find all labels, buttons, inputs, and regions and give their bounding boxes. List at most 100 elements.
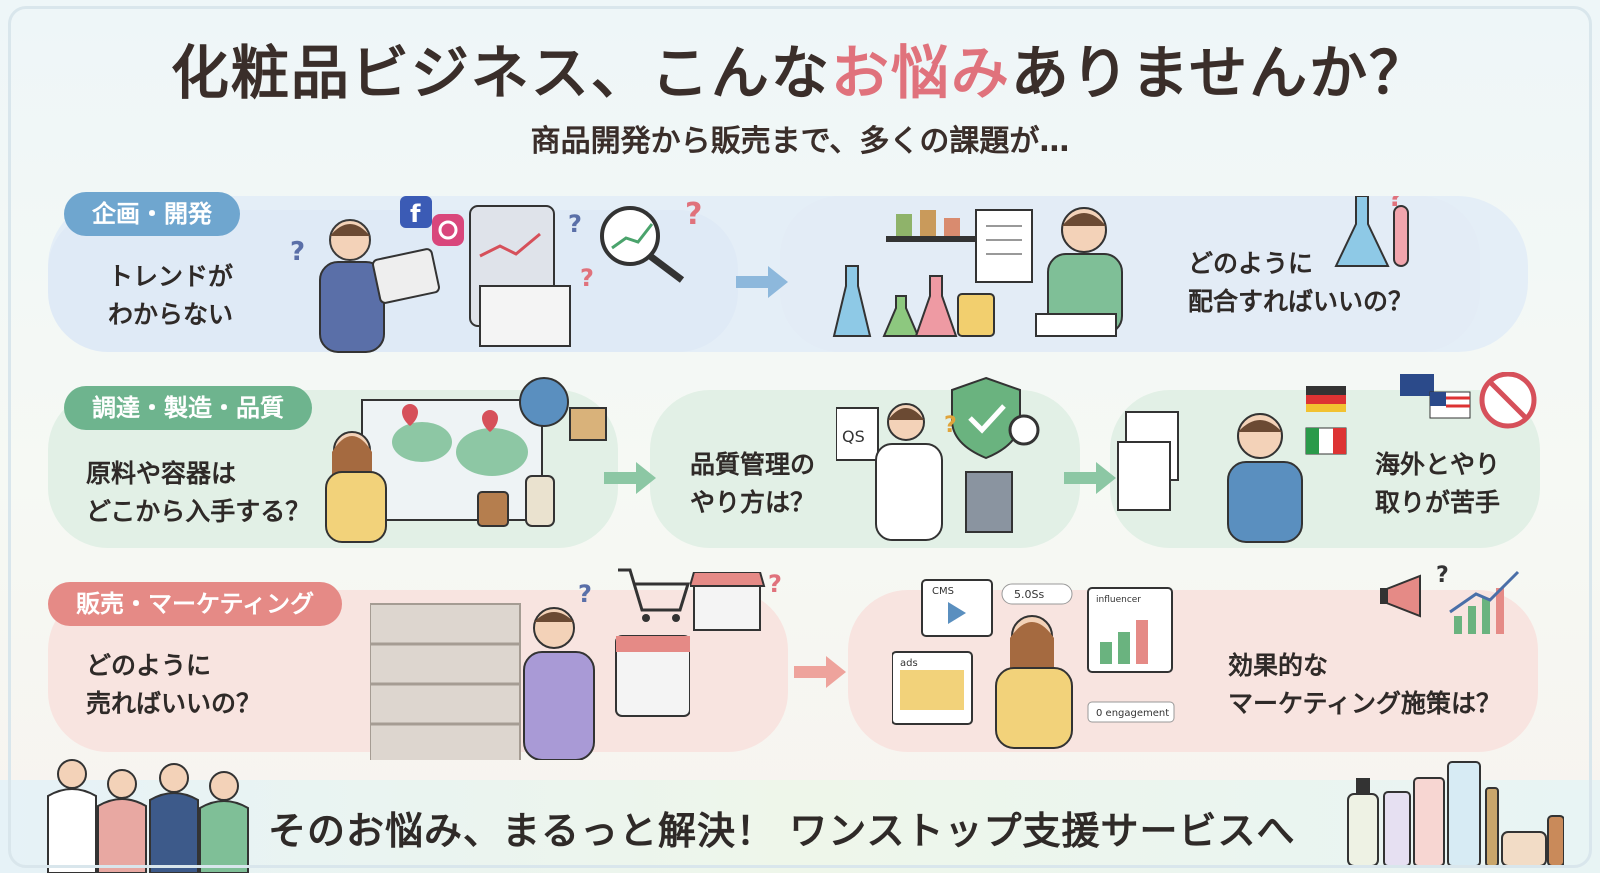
shelf-icon (886, 236, 976, 242)
pin-icon (482, 410, 498, 432)
dropper-bottle-icon (1547, 815, 1564, 867)
lipstick-icon (1485, 787, 1499, 867)
category-badge-sales: 販売・マーケティング (48, 582, 343, 626)
store-shelf-illustration: ? (370, 568, 690, 760)
question-mark-icon: ? (944, 413, 957, 438)
lab-formulation-illustration: ? (832, 196, 1409, 337)
title-highlight: お悩み (830, 39, 1011, 107)
page-title: 化粧品ビジネス、こんなお悩みありませんか？ (0, 26, 1600, 110)
uk-flag-icon (1400, 374, 1434, 396)
quality-control-illustration: QS ? (836, 376, 1040, 541)
clipboard-icon (836, 407, 879, 461)
qs-label: QS (842, 427, 865, 446)
problem-text-how-to-sell: どのように 売ればいいの？ (86, 651, 262, 718)
question-mark-icon: ? (1388, 196, 1403, 213)
arrow-right-icon (794, 656, 846, 688)
flask-icon (832, 265, 872, 337)
tube-icon (1447, 761, 1481, 867)
category-badge-sourcing: 調達・製造・品質 (64, 386, 312, 430)
world-map-sourcing-illustration (325, 377, 607, 543)
title-part-2: ありませんか？ (1010, 39, 1430, 107)
growth-chart-icon (1454, 616, 1462, 634)
person-icon (47, 788, 97, 873)
play-icon (948, 602, 966, 624)
person-body (325, 471, 387, 543)
question-mark-icon: ? (580, 264, 594, 292)
magnifier-icon (600, 206, 660, 266)
shop-icon (693, 585, 761, 631)
problem-text-trend: トレンドが わからない (108, 262, 234, 329)
jar-icon (477, 491, 509, 527)
social-media-marketing-illustration: CMS ads 5.0Ss influencer 0 engagement (892, 579, 1175, 749)
question-mark-icon: ? (290, 237, 305, 267)
problem-text-formulation: どのように 配合すればいいの？ (1188, 249, 1414, 316)
question-mark-icon: ? (685, 197, 702, 232)
problem-text-overseas: 海外とやり 取りが苦手 (1375, 450, 1501, 517)
facebook-icon (400, 196, 432, 228)
person-body (995, 667, 1073, 749)
likes-badge (1001, 583, 1073, 605)
document-icon (975, 209, 1033, 283)
question-mark-icon: ? (568, 210, 582, 238)
flags-no-deal-illustration (1400, 372, 1537, 429)
cms-label: CMS (932, 586, 954, 597)
pin-icon (402, 404, 418, 426)
person-body (875, 443, 943, 541)
question-mark-icon: ? (578, 580, 592, 608)
problem-text-quality: 品質管理の やり方は？ (690, 450, 816, 517)
problem-text-marketing: 効果的な マーケティング施策は？ (1228, 651, 1502, 718)
person-body (1227, 461, 1303, 543)
svg-text:f: f (410, 200, 421, 228)
conical-flask-icon (1334, 196, 1390, 267)
cart-icon (618, 568, 690, 612)
team-illustration (47, 759, 249, 873)
person-icon (97, 798, 147, 873)
box-icon (569, 407, 607, 441)
influencer-label: influencer (1096, 595, 1141, 605)
microscope-icon (965, 471, 1013, 533)
megaphone-growth-illustration: ? (1380, 563, 1520, 634)
person-with-tablet-illustration: f ? ? ? ? (290, 196, 702, 353)
pump-bottle-icon (1347, 793, 1379, 867)
engagement-badge (1087, 701, 1175, 723)
flask-icon (914, 275, 958, 337)
shield-check-icon (951, 376, 1021, 460)
arrow-right-icon (736, 266, 788, 298)
tube-icon (1383, 791, 1411, 867)
cosmetics-products-illustration (1347, 761, 1564, 867)
person-body (319, 261, 385, 353)
person-icon (199, 800, 249, 873)
tube-icon (1413, 777, 1445, 867)
magazine-icon (479, 285, 571, 347)
ads-label: ads (900, 658, 918, 669)
problem-text-materials: 原料や容器は どこから入手する？ (86, 459, 311, 526)
question-mark-icon: ? (1436, 563, 1449, 588)
test-tube-icon (1393, 205, 1409, 267)
tablet-icon (372, 248, 440, 304)
page-subtitle: 商品開発から販売まで、多くの課題が… (530, 124, 1070, 159)
engagement-label: 0 engagement (1096, 708, 1169, 719)
paper-icon (1035, 313, 1117, 337)
arrow-right-icon (604, 462, 656, 494)
category-badge-planning: 企画・開発 (64, 192, 240, 236)
megaphone-icon (1383, 574, 1421, 618)
magnifier-icon (1008, 414, 1040, 446)
footer-banner (0, 780, 1600, 873)
overseas-communication-illustration (1117, 386, 1347, 543)
likes-label: 5.0Ss (1014, 588, 1044, 601)
document-icon (1117, 441, 1171, 511)
person-icon (149, 792, 199, 873)
title-part-1: 化粧品ビジネス、こんな (170, 39, 831, 107)
instagram-icon (432, 214, 464, 246)
globe-icon (519, 377, 569, 427)
person-body (523, 651, 595, 760)
flask-icon (882, 295, 920, 337)
empty-shelf-icon (370, 603, 521, 760)
store-front-illustration: ? (690, 572, 782, 631)
question-mark-icon: ? (768, 572, 782, 598)
arrow-right-icon (1064, 462, 1116, 494)
bottle-icon (525, 475, 555, 527)
footer-message: そのお悩み、まるっと解決！ ワンストップ支援サービスへ (268, 809, 1296, 853)
jar-icon (1501, 831, 1547, 867)
